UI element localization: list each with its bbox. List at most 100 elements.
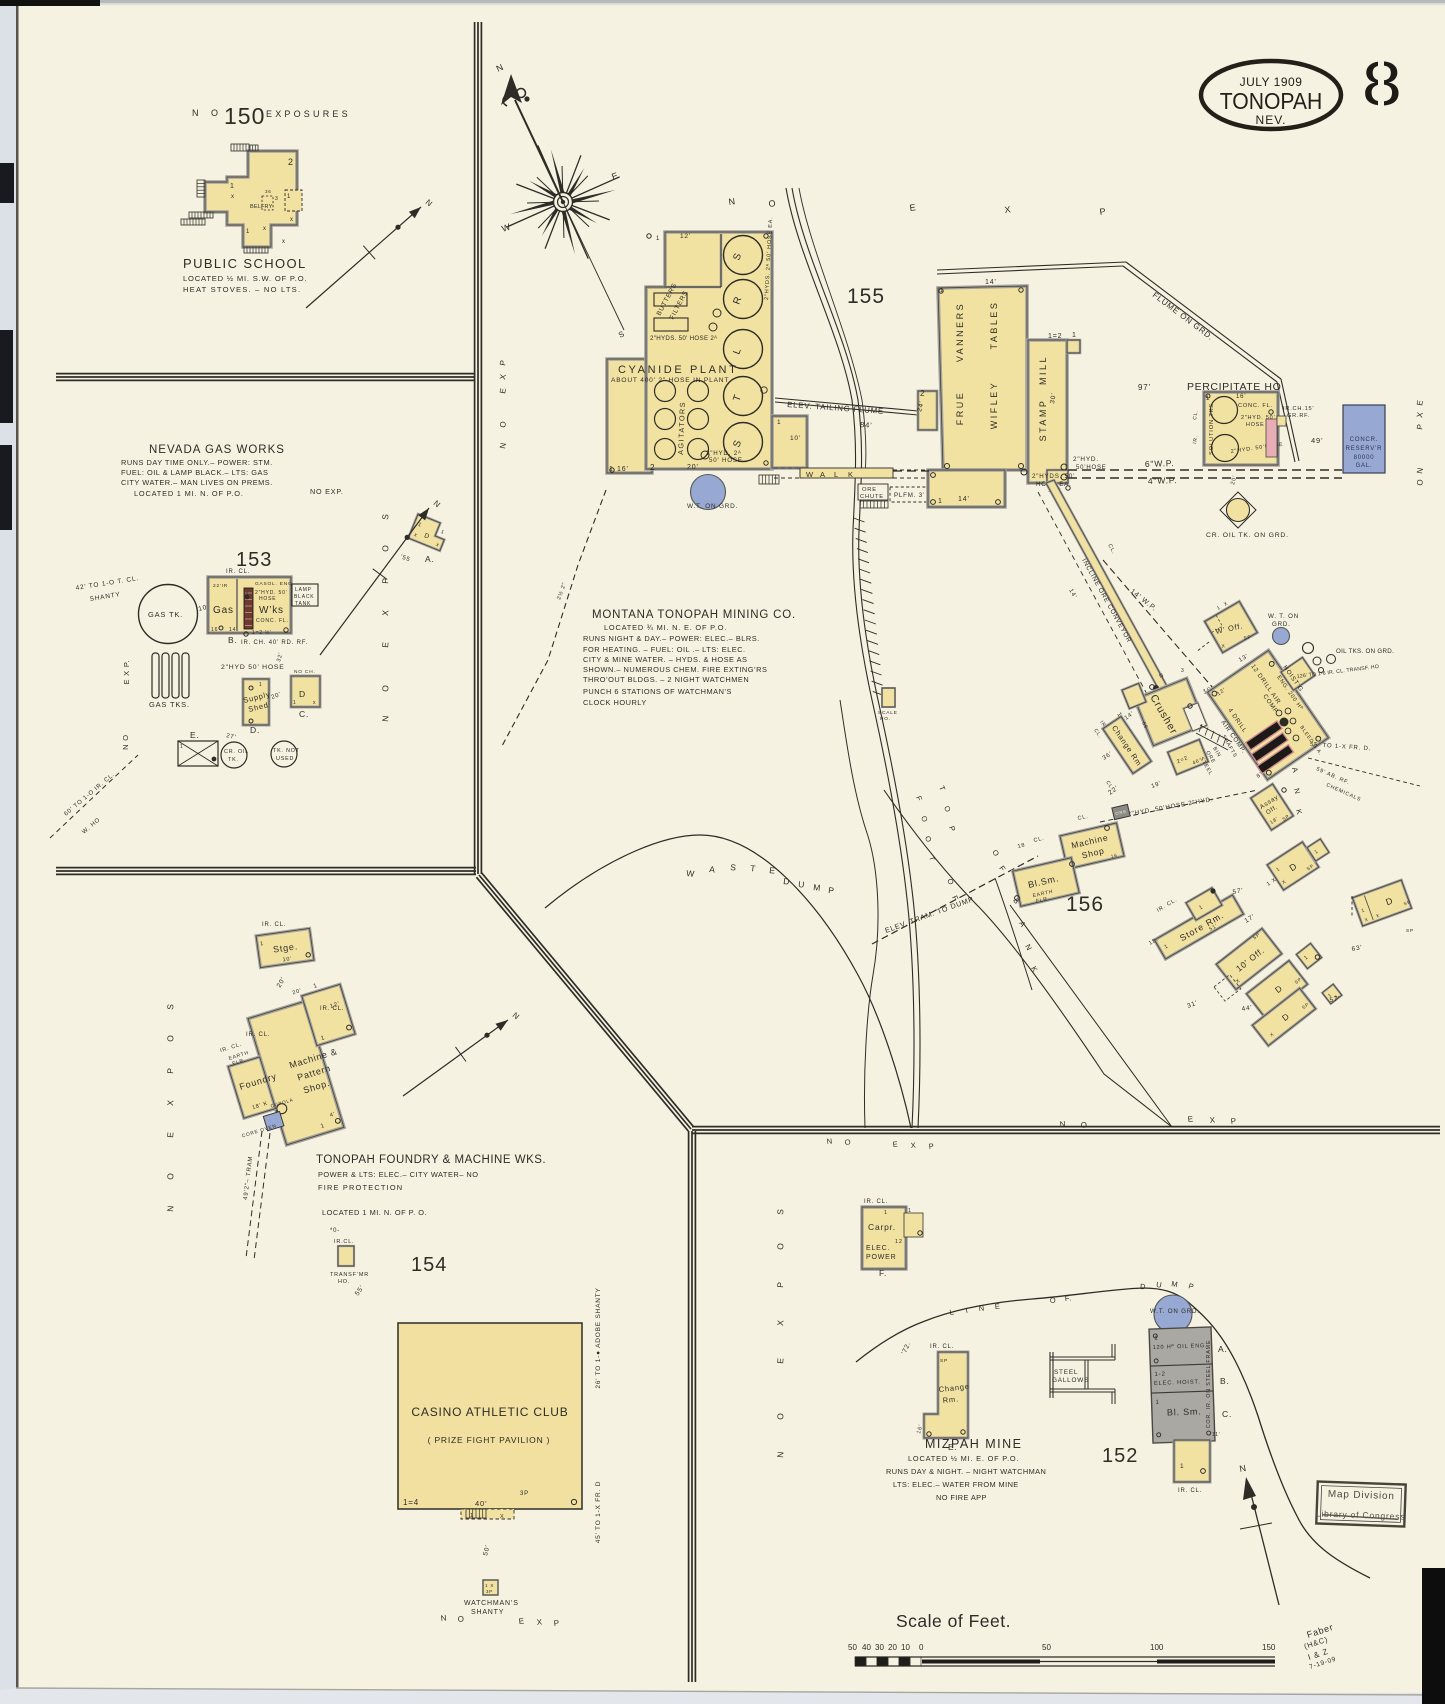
svg-text:1: 1 xyxy=(1303,954,1310,961)
svg-text:T: T xyxy=(937,784,947,792)
svg-text:EARTH: EARTH xyxy=(228,1050,250,1062)
svg-text:EXPOSURES: EXPOSURES xyxy=(266,109,351,119)
svg-text:A: A xyxy=(709,864,716,875)
svg-text:W’ks: W’ks xyxy=(259,605,284,616)
svg-text:F: F xyxy=(950,894,960,903)
svg-text:CL.: CL. xyxy=(1092,728,1103,740)
svg-text:2"HYD 50’ HOSE: 2"HYD 50’ HOSE xyxy=(221,664,285,671)
svg-text:ELEC.: ELEC. xyxy=(866,1245,890,1252)
svg-text:C.: C. xyxy=(1222,1409,1232,1419)
svg-text:U: U xyxy=(798,879,806,890)
svg-text:N: N xyxy=(511,1011,522,1022)
svg-text:1: 1 xyxy=(777,419,781,426)
svg-text:S: S xyxy=(731,251,744,262)
svg-text:50’: 50’ xyxy=(482,1544,492,1557)
svg-text:TANK: TANK xyxy=(295,601,311,607)
svg-text:K: K xyxy=(848,470,854,479)
svg-text:L: L xyxy=(834,470,839,479)
svg-text:FIRE PROTECTION: FIRE PROTECTION xyxy=(318,1183,403,1192)
svg-text:x: x xyxy=(231,194,235,200)
svg-text:PUNCH 6 STATIONS OF WATCHM: PUNCH 6 STATIONS OF WATCHMAN’S xyxy=(583,687,732,696)
svg-text:FLR.: FLR. xyxy=(1036,896,1051,905)
svg-text:1: 1 xyxy=(470,1513,474,1519)
svg-text:1: 1 xyxy=(287,194,291,200)
svg-text:IR. CL.: IR. CL. xyxy=(262,922,286,928)
svg-text:1: 1 xyxy=(656,236,660,242)
svg-text:1: 1 xyxy=(259,682,263,688)
svg-text:F: F xyxy=(997,864,1007,874)
svg-text:HEAT STOVES. – NO LTS.: HEAT STOVES. – NO LTS. xyxy=(183,285,301,294)
svg-text:T: T xyxy=(927,855,937,863)
svg-text:Rm.: Rm. xyxy=(942,1394,959,1405)
svg-text:TK.: TK. xyxy=(228,757,239,763)
svg-text:IR. CL.: IR. CL. xyxy=(930,1344,954,1350)
svg-text:X: X xyxy=(380,609,391,616)
svg-text:154: 154 xyxy=(411,1254,447,1276)
svg-text:S: S xyxy=(617,329,626,340)
svg-text:80000: 80000 xyxy=(1354,455,1375,461)
svg-text:1: 1 xyxy=(313,983,319,990)
svg-text:10’: 10’ xyxy=(790,435,801,442)
svg-text:CASINO ATHLETIC CLUB: CASINO ATHLETIC CLUB xyxy=(411,1405,568,1419)
svg-text:P: P xyxy=(1230,1116,1237,1126)
svg-text:3P: 3P xyxy=(520,1491,529,1497)
svg-text:A.: A. xyxy=(1218,1344,1228,1354)
svg-text:T: T xyxy=(731,393,744,403)
svg-text:CONC. FL.: CONC. FL. xyxy=(256,618,289,624)
svg-text:1: 1 xyxy=(1198,904,1204,911)
svg-text:1: 1 xyxy=(320,1123,326,1130)
svg-text:LTS: ELEC.– WATER FROM MINE: LTS: ELEC.– WATER FROM MINE xyxy=(893,1480,1019,1489)
svg-text:P: P xyxy=(775,1281,786,1288)
svg-text:FUEL: OIL & LAMP BLACK.– LTS:: FUEL: OIL & LAMP BLACK.– LTS: GAS xyxy=(121,468,268,477)
svg-text:D: D xyxy=(1280,1011,1292,1023)
svg-text:D.: D. xyxy=(250,725,260,735)
svg-text:D: D xyxy=(423,532,431,541)
svg-text:1: 1 xyxy=(609,466,614,473)
svg-text:THRO’OUT BLDGS. – 2 NIGHT WAT: THRO’OUT BLDGS. – 2 NIGHT WATCHMEN xyxy=(583,675,749,684)
svg-text:27’: 27’ xyxy=(226,733,237,741)
svg-text:SP: SP xyxy=(1403,899,1412,906)
svg-text:45’ TO 1-X FR. D: 45’ TO 1-X FR. D xyxy=(595,1481,602,1544)
svg-text:STEEL: STEEL xyxy=(1054,1369,1078,1376)
svg-text:1: 1 xyxy=(940,288,944,294)
svg-text:N: N xyxy=(978,1303,985,1313)
svg-text:W: W xyxy=(500,221,512,234)
svg-text:1-2: 1-2 xyxy=(1155,1372,1166,1378)
svg-text:2"HYD. 50’: 2"HYD. 50’ xyxy=(255,590,288,596)
svg-text:16’: 16’ xyxy=(1236,394,1246,400)
svg-text:O: O xyxy=(165,1034,176,1042)
svg-text:10’: 10’ xyxy=(198,603,211,613)
svg-text:2=2: 2=2 xyxy=(1176,755,1189,765)
svg-text:ORE: ORE xyxy=(1115,809,1128,817)
svg-text:20’: 20’ xyxy=(292,988,303,997)
svg-text:FLR.: FLR. xyxy=(232,1057,247,1067)
svg-text:1: 1 xyxy=(1180,1463,1184,1470)
svg-text:18: 18 xyxy=(1017,842,1026,850)
svg-text:24’: 24’ xyxy=(916,400,926,413)
svg-text:CR. OIL: CR. OIL xyxy=(224,749,249,755)
svg-text:X: X xyxy=(1364,917,1369,923)
svg-text:O: O xyxy=(945,877,956,887)
svg-text:O: O xyxy=(990,848,1001,859)
svg-text:POWER & LTS: ELEC.– CITY WATER: POWER & LTS: ELEC.– CITY WATER– NO xyxy=(318,1170,478,1179)
svg-text:46’: 46’ xyxy=(1192,757,1203,766)
svg-text:S: S xyxy=(731,438,744,449)
svg-text:SP: SP xyxy=(1406,928,1414,934)
svg-text:1: 1 xyxy=(1156,1400,1160,1406)
svg-text:SHANTY: SHANTY xyxy=(471,1609,504,1616)
svg-text:D: D xyxy=(783,876,791,887)
svg-text:20’: 20’ xyxy=(271,692,283,701)
svg-text:E.: E. xyxy=(190,730,200,740)
svg-text:E: E xyxy=(892,1139,899,1149)
svg-text:1: 1 xyxy=(230,183,235,190)
svg-text:P: P xyxy=(1415,423,1425,431)
svg-text:50’HOSE: 50’HOSE xyxy=(1076,465,1107,471)
svg-text:X: X xyxy=(1375,913,1380,919)
svg-text:P: P xyxy=(498,359,508,367)
svg-text:K: K xyxy=(1294,808,1304,816)
svg-text:1: 1 xyxy=(246,229,250,235)
svg-text:P: P xyxy=(828,885,835,896)
svg-text:1: 1 xyxy=(1327,992,1333,998)
svg-text:C.: C. xyxy=(299,709,309,719)
svg-text:16: 16 xyxy=(1110,853,1118,859)
